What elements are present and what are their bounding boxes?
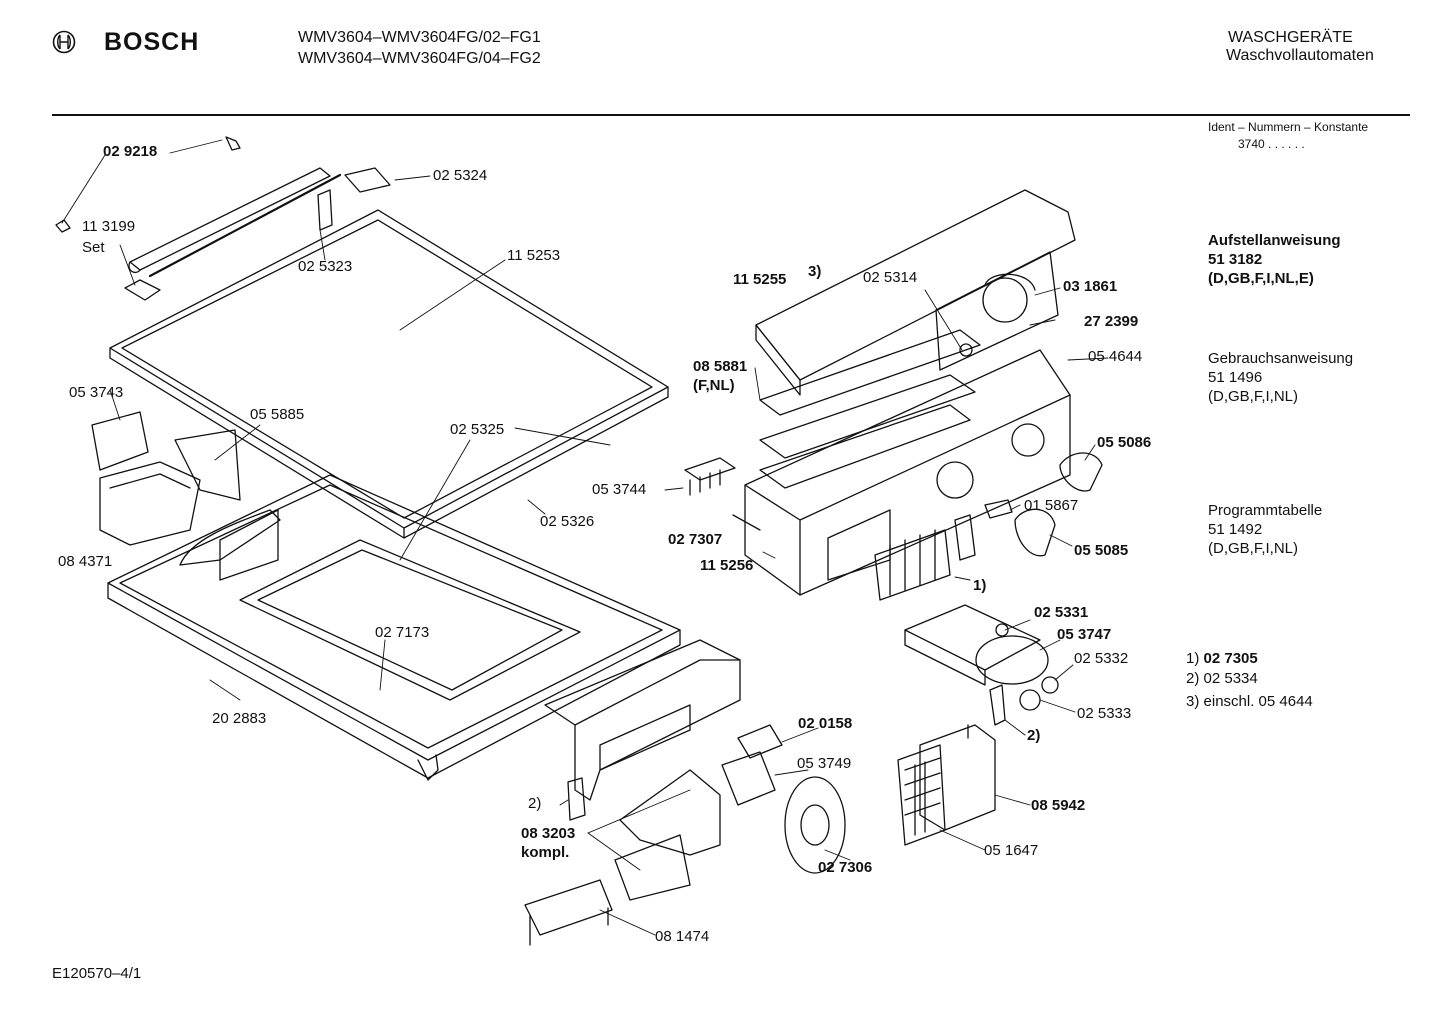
part-label: 1) (973, 577, 987, 594)
mounting-bracket (544, 639, 741, 821)
part-label: 02 7173 (375, 624, 430, 641)
footnote-mark: 3) (1186, 693, 1200, 710)
part-label: 11 5255 (733, 271, 787, 288)
detergent-drawer-parts (91, 411, 241, 546)
part-label: kompl. (521, 844, 570, 861)
part-label: 05 5085 (1074, 542, 1129, 559)
category-subtitle: Waschvollautomaten (1226, 47, 1374, 64)
part-label: 27 2399 (1084, 313, 1139, 330)
lid-panel (109, 209, 669, 539)
programmer-unit (897, 724, 996, 846)
part-label: 05 3743 (69, 384, 124, 401)
footnote-mark: 1) (1186, 650, 1200, 667)
doc-number: 51 3182 (1208, 251, 1263, 268)
footnote-1: 1) 02 7305 (1186, 650, 1258, 667)
doc-number: 51 1496 (1208, 369, 1263, 386)
leader-lines (61, 139, 1109, 936)
part-label: 11 5256 (700, 557, 754, 574)
part-label: 11 5253 (507, 247, 561, 264)
doc-number: 51 1492 (1208, 521, 1263, 538)
bosch-logo-icon (52, 30, 76, 54)
header-divider (52, 114, 1410, 116)
part-label: 02 5333 (1077, 705, 1132, 722)
part-label: 08 3203 (521, 825, 576, 842)
doc-aufstellanweisung: Aufstellanweisung 51 3182 (D,GB,F,I,NL,E… (1208, 231, 1341, 288)
timer-assembly (904, 604, 1059, 726)
doc-title: Programmtabelle (1208, 502, 1323, 519)
model-line-1: WMV3604–WMV3604FG/02–FG1 (298, 29, 541, 46)
doc-title: Aufstellanweisung (1208, 232, 1341, 249)
part-label: 01 5867 (1024, 497, 1079, 514)
part-label: 11 3199 (82, 218, 136, 235)
part-label: 3) (808, 263, 822, 280)
part-label: 05 1647 (984, 842, 1039, 859)
footnote-mark: 2) (1186, 670, 1200, 687)
part-label: 2) (1027, 727, 1041, 744)
brand-name: BOSCH (104, 28, 200, 56)
drawing-number: E120570–4/1 (52, 965, 142, 982)
hinge-bar-assembly (55, 136, 391, 301)
part-label: 08 4371 (58, 553, 113, 570)
doc-programmtabelle: Programmtabelle 51 1492 (D,GB,F,I,NL) (1208, 501, 1322, 558)
part-label: 02 5314 (863, 269, 918, 286)
footnote-text: 02 7305 (1203, 650, 1258, 667)
part-label: 03 1861 (1063, 278, 1118, 295)
doc-langs: (D,GB,F,I,NL,E) (1208, 270, 1314, 287)
category-title: WASCHGERÄTE (1228, 29, 1353, 46)
part-label: 02 5323 (298, 258, 353, 275)
model-line-2: WMV3604–WMV3604FG/04–FG2 (298, 50, 541, 67)
part-label: 05 5885 (250, 406, 305, 423)
ident-label: Ident – Nummern – Konstante (1208, 120, 1369, 134)
part-label: Set (82, 239, 105, 256)
part-label: 05 4644 (1088, 348, 1143, 365)
part-label: 02 5326 (540, 513, 595, 530)
knobs-and-buttons (684, 452, 1103, 601)
lower-components (524, 724, 846, 946)
part-label: 02 5331 (1034, 604, 1089, 621)
part-label: 02 5325 (450, 421, 505, 438)
footnote-text: 02 5334 (1203, 670, 1258, 687)
footnote-text: einschl. 05 4644 (1203, 693, 1313, 710)
part-label: 05 5086 (1097, 434, 1152, 451)
part-label: 05 3744 (592, 481, 647, 498)
part-label: 2) (528, 795, 542, 812)
footnote-3: 3) einschl. 05 4644 (1186, 693, 1313, 710)
part-label: 08 5881 (693, 358, 748, 375)
doc-langs: (D,GB,F,I,NL) (1208, 388, 1299, 405)
part-label: 02 9218 (103, 143, 158, 160)
base-frame (107, 474, 681, 781)
part-label: 02 7306 (818, 859, 873, 876)
part-label: 05 3747 (1057, 626, 1112, 643)
part-label: 08 1474 (655, 928, 710, 945)
footnote-2: 2) 02 5334 (1186, 670, 1258, 687)
control-panel (744, 189, 1076, 596)
ident-value: 3740 . . . . . . (1238, 137, 1305, 151)
part-label: 20 2883 (212, 710, 267, 727)
part-label: (F,NL) (693, 377, 735, 394)
part-label: 02 0158 (798, 715, 853, 732)
part-label: 02 5324 (433, 167, 488, 184)
part-label: 02 5332 (1074, 650, 1129, 667)
part-label: 05 3749 (797, 755, 852, 772)
part-label: 08 5942 (1031, 797, 1086, 814)
doc-gebrauchsanweisung: Gebrauchsanweisung 51 1496 (D,GB,F,I,NL) (1208, 349, 1353, 406)
doc-title: Gebrauchsanweisung (1208, 350, 1354, 367)
doc-langs: (D,GB,F,I,NL) (1208, 540, 1299, 557)
part-label: 02 7307 (668, 531, 723, 548)
